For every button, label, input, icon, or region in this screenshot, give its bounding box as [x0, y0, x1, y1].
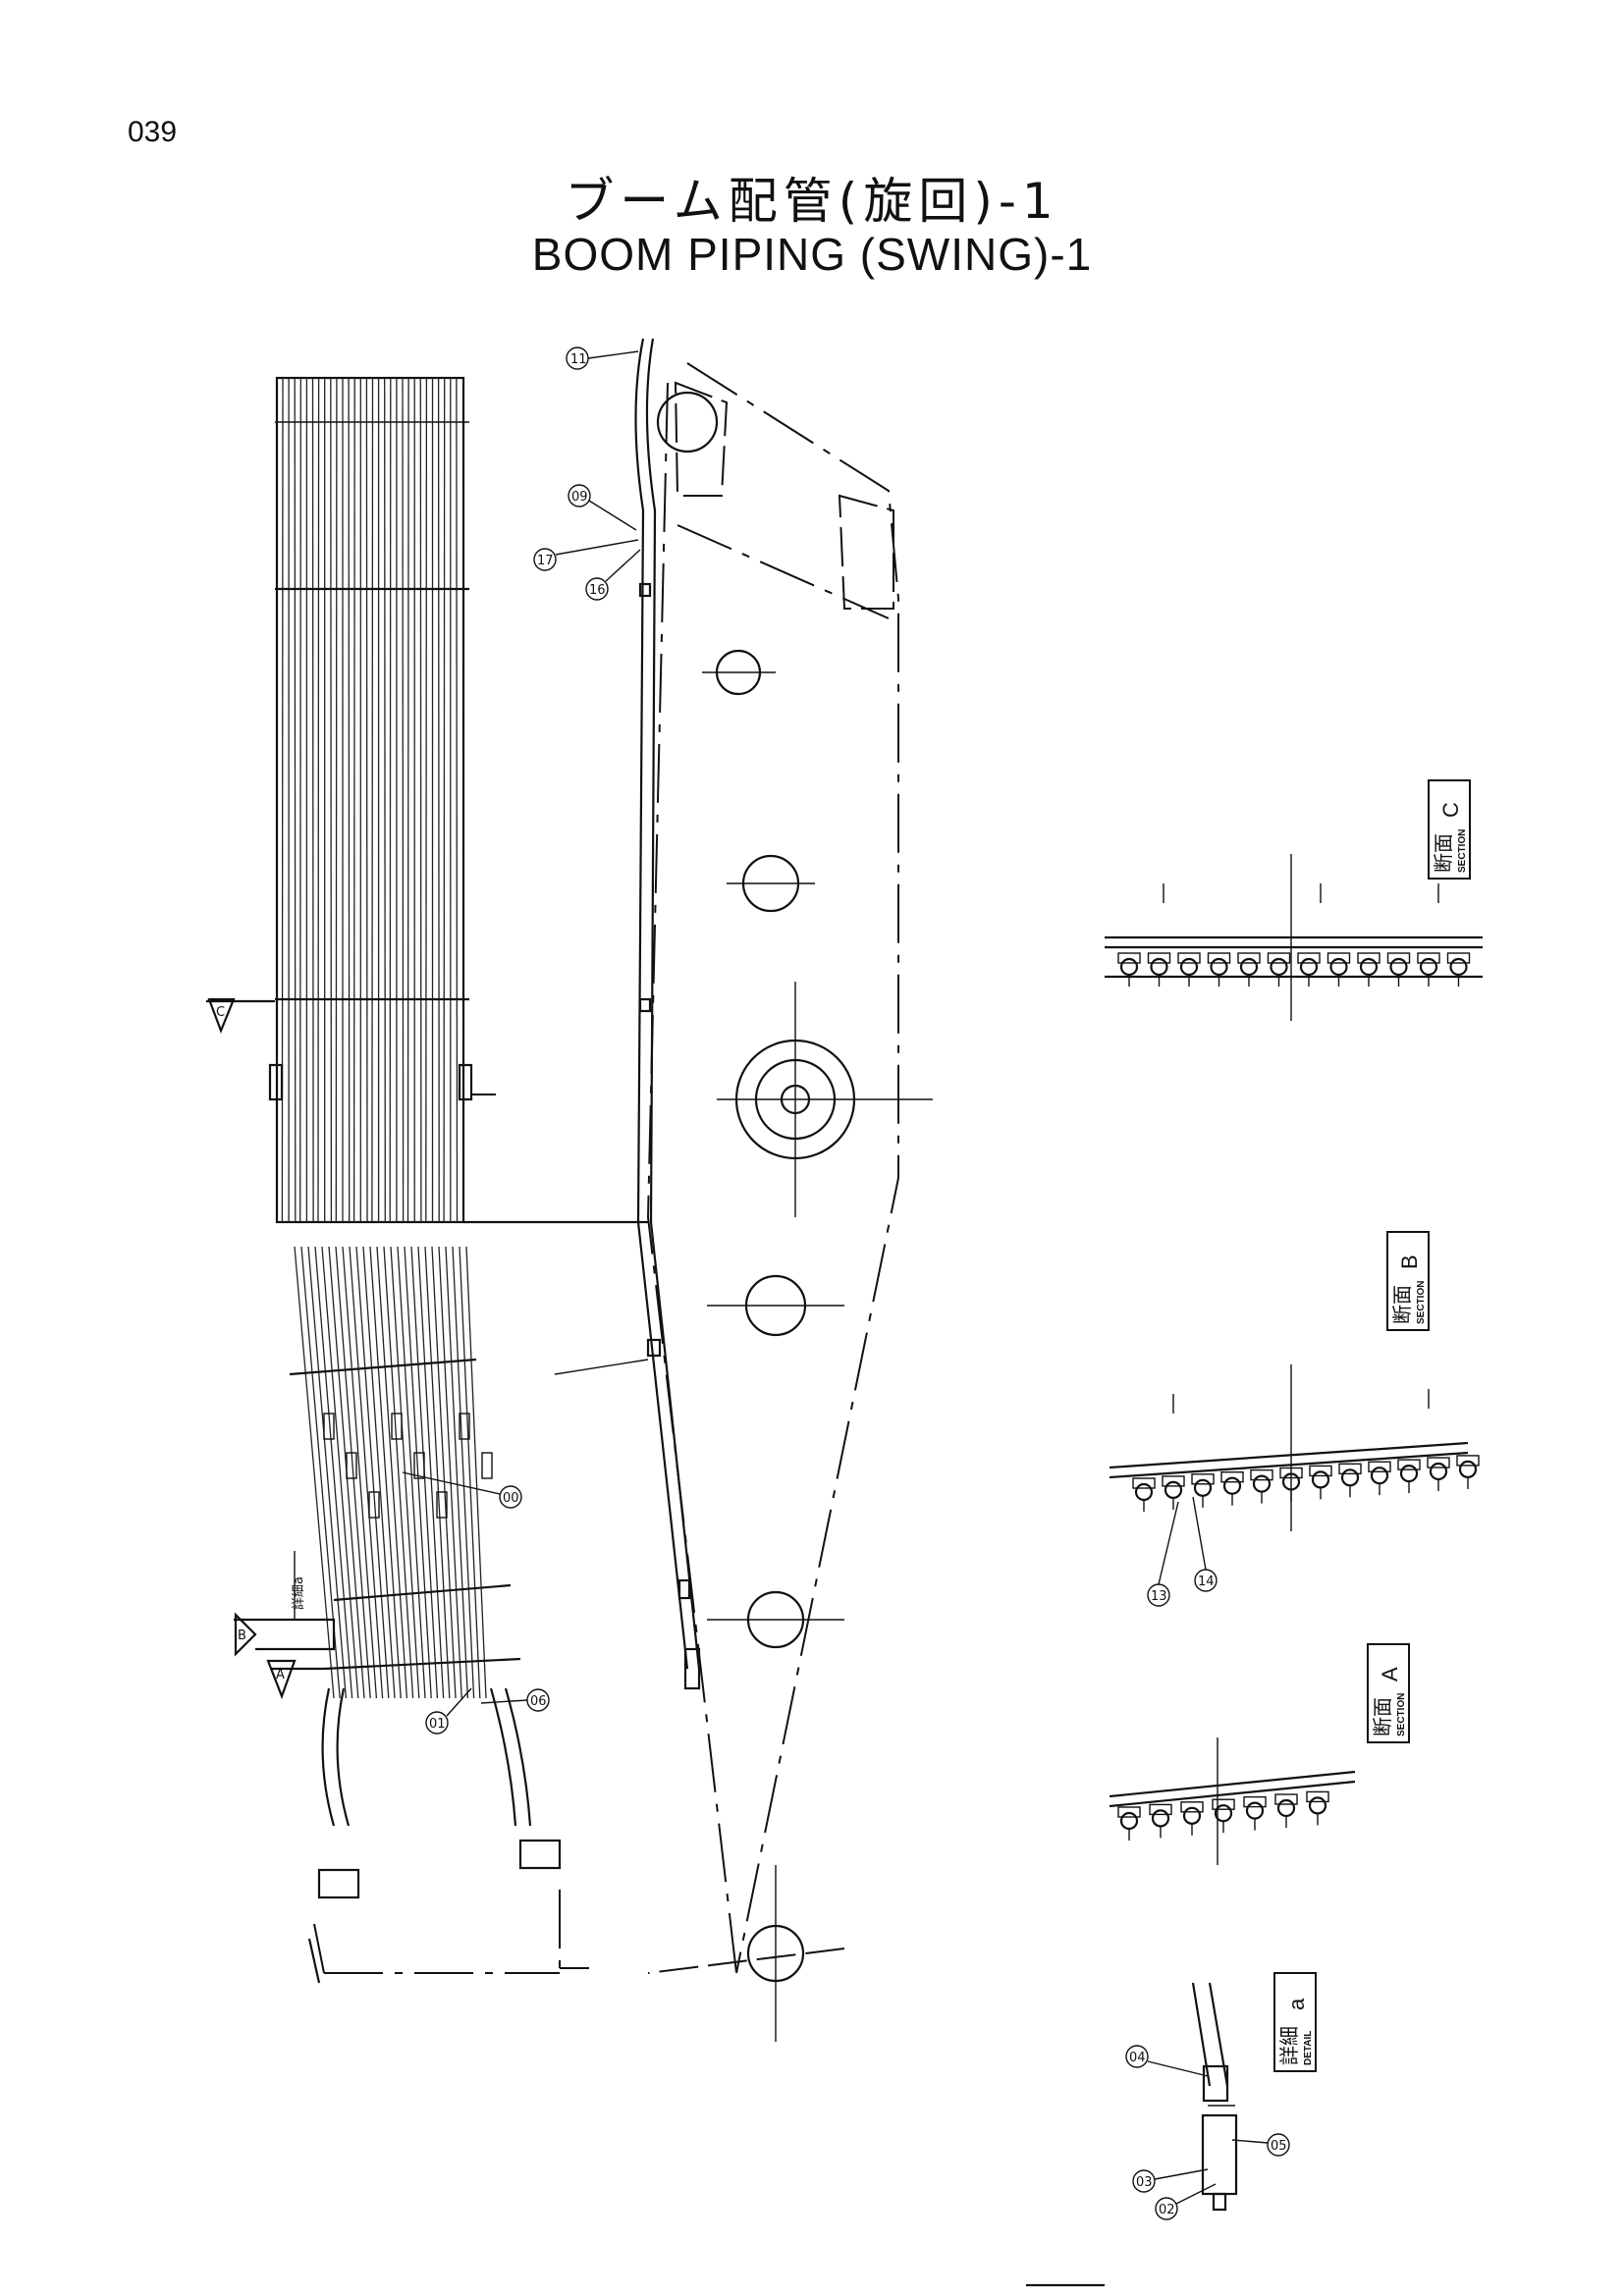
svg-text:SECTION: SECTION [1457, 829, 1468, 873]
callout-01: 01 [429, 1717, 446, 1732]
section-b-label: 断面 SECTION B [1386, 1231, 1430, 1331]
svg-text:SECTION: SECTION [1416, 1281, 1427, 1324]
callout-11: 11 [570, 352, 587, 367]
section-c-view [1105, 854, 1483, 1021]
callout-16: 16 [589, 583, 606, 598]
page-number: 039 [128, 116, 178, 148]
section-labels: 断面 SECTION C 断面 SECTION B 断面 SECTION A 詳… [1273, 779, 1471, 2072]
callout-09: 09 [571, 490, 588, 505]
arrow-c-letter: C [216, 1005, 225, 1020]
lower-hose-bundle [289, 1246, 649, 1984]
svg-text:A: A [1378, 1667, 1402, 1682]
callouts: 11 09 17 16 00 06 01 13 14 04 05 03 [402, 347, 1290, 2220]
section-arrows: C B A 詳細a [206, 997, 336, 1700]
upper-hose-bundle [268, 376, 648, 1224]
callout-06: 06 [530, 1694, 547, 1709]
callout-00: 00 [503, 1491, 519, 1506]
svg-text:C: C [1438, 802, 1463, 818]
swing-pipe [589, 338, 701, 1690]
boom-body [560, 362, 933, 2042]
arrow-b-letter: B [238, 1629, 246, 1643]
svg-text:SECTION: SECTION [1396, 1693, 1407, 1736]
callout-13: 13 [1151, 1589, 1167, 1604]
callout-02: 02 [1159, 2203, 1175, 2217]
svg-text:a: a [1284, 1998, 1309, 2010]
callout-14: 14 [1198, 1575, 1215, 1589]
section-c-label: 断面 SECTION C [1428, 779, 1471, 880]
svg-text:B: B [1397, 1255, 1422, 1269]
svg-text:断面: 断面 [1371, 1697, 1394, 1736]
callout-04: 04 [1129, 2051, 1146, 2065]
detail-a-view [1191, 1982, 1238, 2212]
section-a-view [1109, 1737, 1356, 1865]
detail-a-label: 詳細 DETAIL a [1273, 1972, 1317, 2072]
detail-ref-note: 詳細a [291, 1576, 306, 1610]
callout-03: 03 [1136, 2175, 1153, 2190]
svg-text:詳細: 詳細 [1277, 2026, 1301, 2065]
svg-text:断面: 断面 [1390, 1285, 1414, 1324]
svg-text:断面: 断面 [1432, 833, 1455, 873]
svg-text:DETAIL: DETAIL [1303, 2031, 1314, 2065]
callout-05: 05 [1271, 2139, 1287, 2154]
title-japanese: ブーム配管(旋回)-1 [565, 173, 1059, 230]
arrow-a-letter: A [276, 1668, 285, 1682]
section-b-view [1109, 1364, 1480, 1531]
callout-17: 17 [537, 554, 554, 568]
section-a-label: 断面 SECTION A [1367, 1643, 1410, 1743]
title-english: BOOM PIPING (SWING)-1 [531, 229, 1093, 280]
